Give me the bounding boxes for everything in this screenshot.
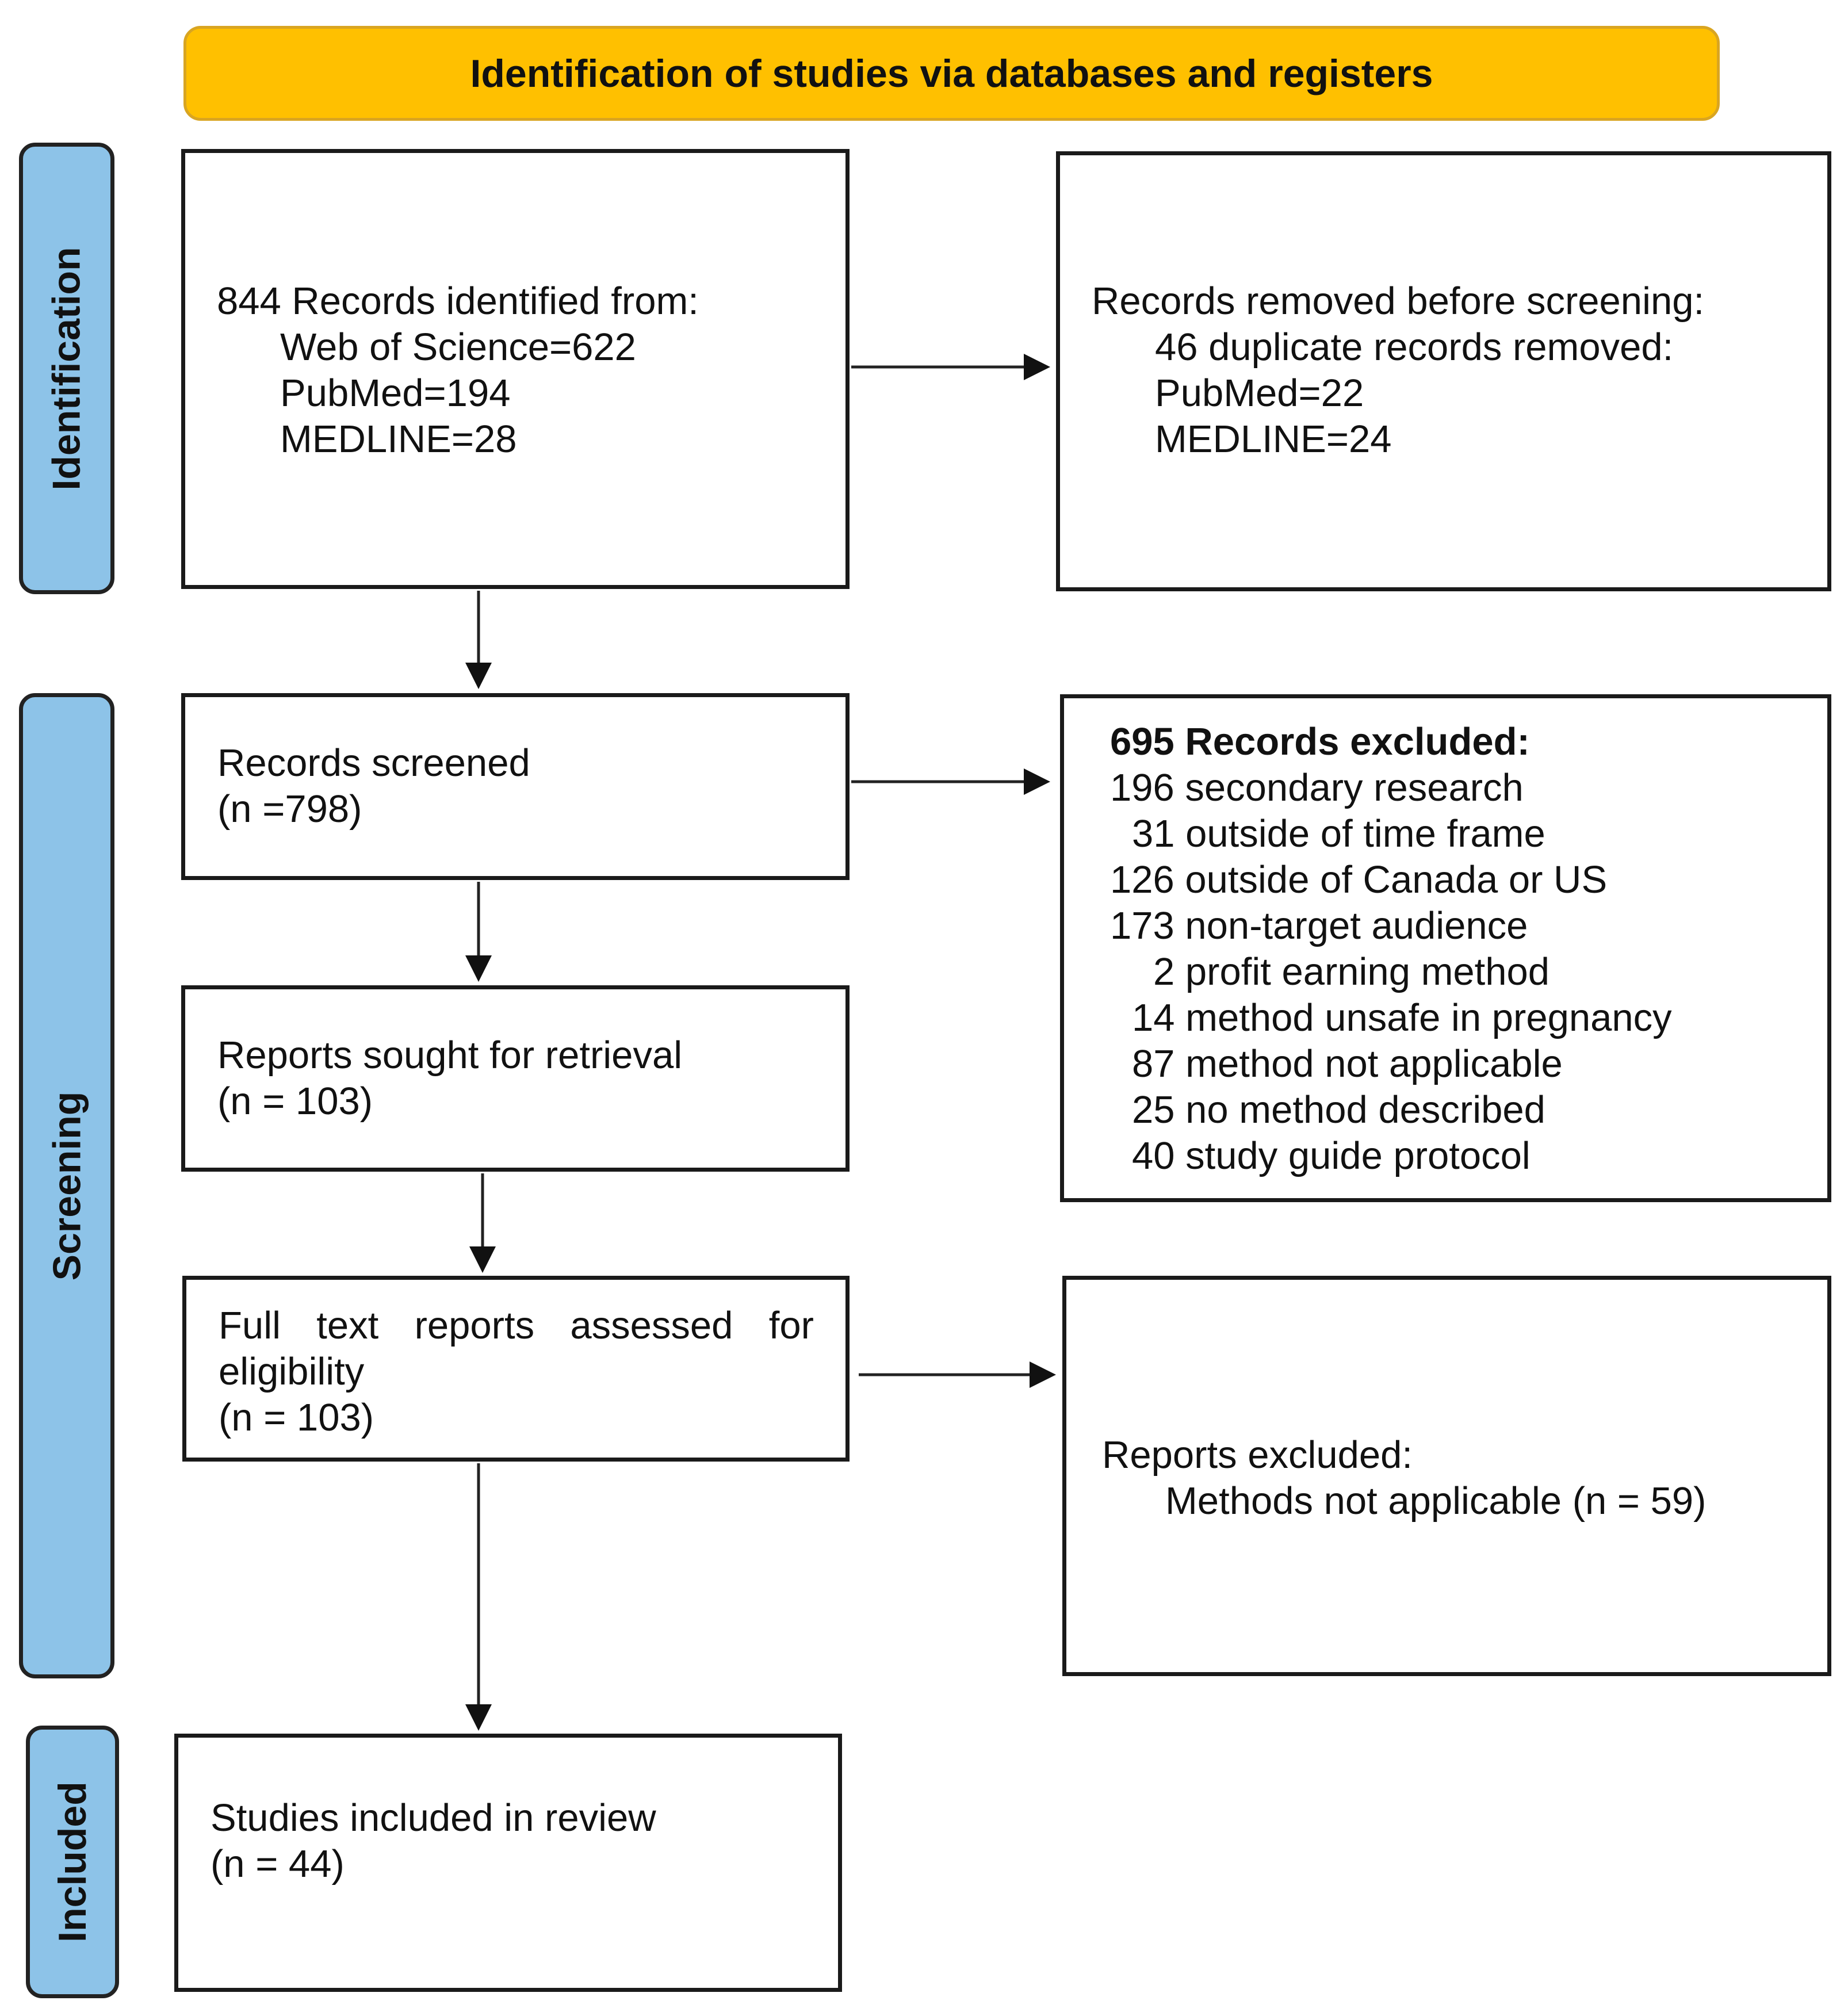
records-removed-box: Records removed before screening:46 dupl…: [1056, 151, 1831, 591]
word: Full: [219, 1304, 281, 1347]
screened-label: Records screened: [217, 741, 530, 785]
exclusion-reason: 196 secondary research: [1110, 766, 1524, 809]
section-header: Identification of studies via databases …: [183, 26, 1720, 121]
screened-count: (n =798): [217, 787, 362, 831]
arrowhead-icon: [1024, 354, 1050, 380]
word: assessed: [570, 1304, 733, 1347]
sought-count: (n = 103): [217, 1080, 373, 1123]
removed-line: PubMed=22: [1155, 372, 1364, 415]
phase-included: Included: [26, 1726, 119, 1998]
exclusion-reason: 87 method not applicable: [1132, 1042, 1563, 1085]
arrowhead-icon: [1030, 1361, 1056, 1388]
arrow-identified-to-removed: [851, 354, 1050, 380]
reports-excluded-reason: Methods not applicable (n = 59): [1165, 1479, 1707, 1523]
header-title: Identification of studies via databases …: [470, 51, 1433, 95]
reports-excluded-title: Reports excluded:: [1102, 1433, 1413, 1477]
exclusion-reason: 25 no method described: [1132, 1088, 1545, 1131]
word: reports: [414, 1304, 535, 1347]
arrow-assessed-to-included: [465, 1463, 492, 1731]
source-line: PubMed=194: [280, 372, 511, 415]
exclusion-reason: 14 method unsafe in pregnancy: [1132, 996, 1672, 1039]
removed-line: 46 duplicate records removed:: [1155, 326, 1674, 369]
exclusion-reason: 2 profit earning method: [1153, 950, 1550, 993]
exclusion-reason: 173 non-target audience: [1110, 904, 1528, 947]
assessed-count: (n = 103): [219, 1396, 374, 1439]
arrowhead-icon: [469, 1246, 496, 1273]
arrow-identified-to-screened: [465, 591, 492, 689]
removed-line: MEDLINE=24: [1155, 418, 1392, 461]
removed-title: Records removed before screening:: [1092, 280, 1705, 323]
reports-assessed-box: Full text reports assessed for eligibility(n …: [182, 1276, 850, 1462]
sought-label: Reports sought for retrieval: [217, 1034, 683, 1077]
records-identified-box: 844 Records identified from:Web of Scien…: [181, 149, 850, 589]
arrowhead-icon: [465, 1704, 492, 1731]
arrow-assessed-to-reports-excluded: [859, 1361, 1056, 1388]
included-count: (n = 44): [211, 1842, 345, 1885]
exclusion-reason: 31 outside of time frame: [1132, 812, 1545, 855]
arrowhead-icon: [1024, 768, 1050, 795]
included-label: Studies included in review: [211, 1796, 656, 1839]
phase-label: Identification: [45, 246, 89, 491]
identified-title: 844 Records identified from:: [217, 280, 699, 323]
records-excluded-text: 695 Records excluded:196 secondary resea…: [1110, 719, 1672, 1179]
word: text: [316, 1304, 379, 1347]
records-removed-text: Records removed before screening:46 dupl…: [1092, 278, 1704, 462]
phase-screening: Screening: [19, 693, 114, 1678]
exclusion-reason: 40 study guide protocol: [1132, 1134, 1531, 1177]
records-screened-box: Records screened(n =798): [181, 693, 850, 880]
phase-label: Screening: [45, 1091, 89, 1280]
arrow-sought-to-assessed: [469, 1173, 496, 1273]
arrow-screened-to-sought: [465, 882, 492, 982]
assessed-label-line1: Full text reports assessed for: [219, 1303, 814, 1349]
exclusion-reason: 126 outside of Canada or US: [1110, 858, 1608, 901]
arrow-screened-to-excluded: [851, 768, 1050, 795]
records-excluded-box: 695 Records excluded:196 secondary resea…: [1060, 694, 1831, 1202]
studies-included-box: Studies included in review(n = 44): [174, 1734, 842, 1992]
excluded-title: 695 Records excluded:: [1110, 720, 1530, 763]
source-line: Web of Science=622: [280, 326, 636, 369]
phase-identification: Identification: [19, 143, 114, 594]
source-line: MEDLINE=28: [280, 418, 517, 461]
reports-excluded-box: Reports excluded:Methods not applicable …: [1062, 1276, 1831, 1676]
reports-sought-box: Reports sought for retrieval(n = 103): [181, 985, 850, 1172]
arrowhead-icon: [465, 955, 492, 982]
arrowhead-icon: [465, 663, 492, 689]
word: for: [768, 1304, 814, 1347]
phase-label: Included: [51, 1781, 95, 1942]
assessed-label-line2: eligibility: [219, 1350, 365, 1393]
records-identified-text: 844 Records identified from:Web of Scien…: [217, 278, 699, 462]
